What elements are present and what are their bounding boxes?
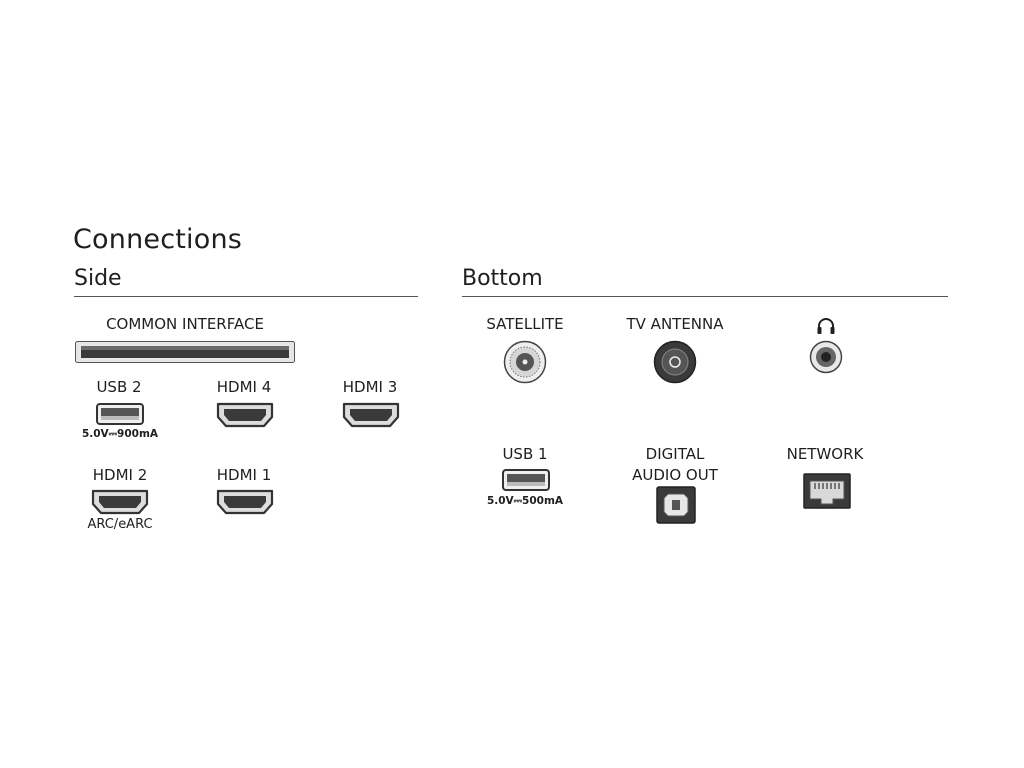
optical-audio-port-icon — [656, 486, 696, 524]
satellite-label: SATELLITE — [486, 315, 564, 333]
usb2-spec: 5.0V⎓900mA — [81, 428, 159, 440]
hdmi4-port-icon — [216, 402, 274, 428]
headphone-jack-icon — [809, 340, 843, 374]
hdmi2-port-icon — [91, 489, 149, 515]
common-interface-slot-icon — [75, 341, 295, 363]
hdmi1-label: HDMI 1 — [216, 466, 272, 484]
common-interface-label: COMMON INTERFACE — [106, 315, 264, 333]
section-title-bottom: Bottom — [462, 266, 543, 291]
hdmi1-port-icon — [216, 489, 274, 515]
hdmi4-label: HDMI 4 — [216, 378, 272, 396]
page-title: Connections — [73, 224, 243, 255]
hdmi2-arc-label: ARC/eARC — [87, 517, 153, 532]
tv-antenna-connector-icon — [653, 340, 697, 384]
section-divider-bottom — [462, 296, 948, 297]
tv-antenna-label: TV ANTENNA — [626, 315, 724, 333]
usb1-label: USB 1 — [502, 445, 548, 463]
digital-audio-out-label-line2: AUDIO OUT — [632, 466, 718, 484]
usb1-port-icon — [502, 469, 550, 491]
hdmi3-port-icon — [342, 402, 400, 428]
ethernet-port-icon — [803, 473, 851, 509]
hdmi2-label: HDMI 2 — [92, 466, 148, 484]
headphone-icon — [817, 318, 835, 334]
usb1-spec: 5.0V⎓500mA — [486, 495, 564, 507]
digital-audio-out-label-line1: DIGITAL — [645, 445, 705, 463]
usb2-label: USB 2 — [96, 378, 142, 396]
network-label: NETWORK — [786, 445, 864, 463]
usb2-port-icon — [96, 403, 144, 425]
hdmi3-label: HDMI 3 — [342, 378, 398, 396]
satellite-connector-icon — [503, 340, 547, 384]
section-title-side: Side — [74, 266, 122, 291]
section-divider-side — [74, 296, 418, 297]
